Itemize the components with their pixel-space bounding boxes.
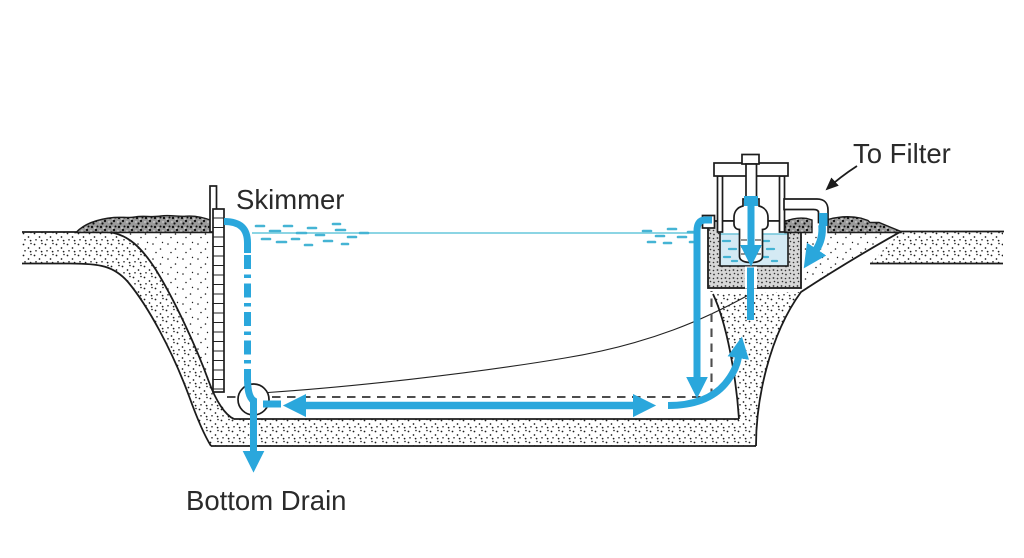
drain-down-arrow — [242, 376, 265, 473]
to-filter-pointer-arrow — [825, 165, 858, 191]
outlet-elbow-stub — [819, 213, 828, 226]
skimmer-wall-hatching — [213, 217, 224, 390]
right-downflow-arrow — [686, 216, 712, 399]
skimmer-wall — [212, 208, 225, 393]
to-filter-label: To Filter — [853, 138, 951, 169]
floor-profile-line — [267, 292, 753, 394]
left-bank-outer-line — [22, 262, 212, 447]
canister-stand-pipe — [745, 163, 758, 199]
outlet-pipe-to-filter — [783, 198, 829, 224]
right-bank-outer-line — [755, 230, 902, 447]
left-bank-band — [22, 232, 234, 446]
skimmer-label: Skimmer — [236, 184, 344, 215]
canister-wall-left — [716, 175, 724, 233]
canister-cap-knob — [741, 153, 760, 165]
water-flow-arrows — [223, 196, 828, 473]
left-backfill — [108, 232, 234, 419]
pump-canister — [713, 153, 829, 233]
vault-inlet-up-arrow — [667, 336, 750, 409]
left-bank-inner-line — [22, 231, 235, 420]
pond-floor-band — [211, 419, 756, 446]
right-ground-band — [871, 232, 1003, 263]
surface-ripples-left — [254, 222, 370, 247]
left-gravel-berm — [74, 214, 214, 234]
buried-pipe-dashed-line — [227, 291, 713, 399]
skimmer-intake-curve — [223, 218, 251, 253]
earth-cross-section — [22, 230, 1004, 447]
surface-ripples-right — [641, 227, 698, 245]
right-gravel-berm — [784, 216, 902, 234]
to-filter-flow-arrow — [803, 224, 827, 269]
bottom-drain-label: Bottom Drain — [186, 485, 346, 516]
